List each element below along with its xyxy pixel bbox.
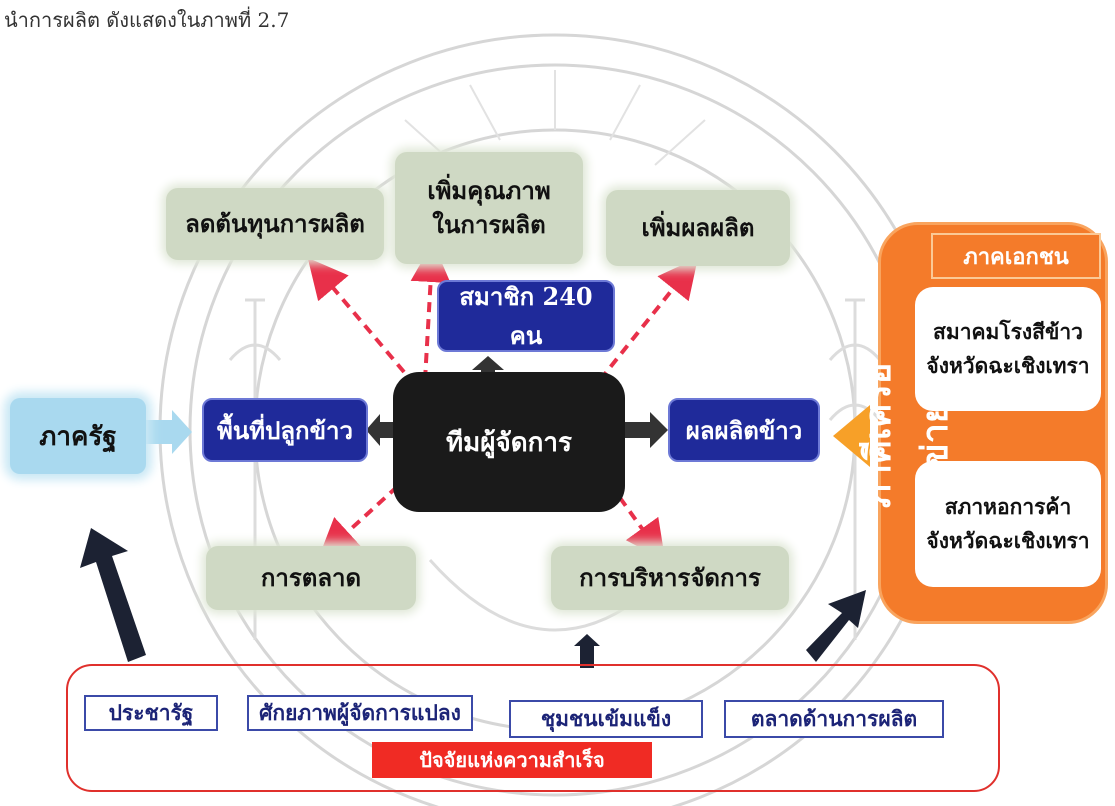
administration-label: การบริหารจัดการ [579, 563, 761, 593]
private-sector-title: ภาคเอกชน [931, 233, 1101, 279]
goal-quality-line1: เพิ่มคุณภาพ [427, 176, 551, 206]
goal-reduce-cost: ลดต้นทุนการผลิต [166, 188, 384, 260]
rice-area-label: พื้นที่ปลูกข้าว [217, 415, 353, 445]
arrow-up-right [806, 590, 866, 662]
success-factors-panel [66, 664, 1000, 792]
intro-text: นำการผลิต ดังแสดงในภาพที่ 2.7 [4, 8, 290, 32]
factor-public-private: ประชารัฐ [84, 695, 218, 731]
arrow-to-quality [410, 242, 451, 381]
arrow-up-left [80, 528, 146, 662]
goal-increase-yield: เพิ่มผลผลิต [606, 190, 790, 266]
members-box: สมาชิก 240 คน [437, 280, 615, 352]
state-arrow [146, 410, 192, 454]
factor-strong-community: ชุมชนเข้มแข็ง [509, 700, 703, 738]
management-team-box: ทีมผู้จัดการ [393, 372, 625, 512]
chamber-of-commerce-line1: สภาหอการค้า [944, 494, 1072, 520]
goal-increase-yield-label: เพิ่มผลผลิต [641, 213, 755, 243]
state-sector-box: ภาครัฐ [10, 398, 146, 474]
arrow-up-center [574, 634, 600, 668]
arrow-to-rice-yield [625, 412, 668, 448]
marketing-box: การตลาด [206, 546, 416, 610]
rice-yield-label: ผลผลิตข้าว [685, 415, 803, 445]
success-factors-label: ปัจจัยแห่งความสำเร็จ [372, 742, 652, 778]
factor-plot-manager-capacity: ศักยภาพผู้จัดการแปลง [247, 695, 473, 731]
arrow-to-rice-area [366, 414, 395, 446]
chamber-of-commerce-box: สภาหอการค้า จังหวัดฉะเชิงเทรา [915, 461, 1101, 587]
rice-mill-association-line2: จังหวัดฉะเชิงเทรา [926, 353, 1090, 378]
state-sector-label: ภาครัฐ [39, 421, 117, 452]
rice-yield-box: ผลผลิตข้าว [668, 398, 820, 462]
rice-mill-association-box: สมาคมโรงสีข้าว จังหวัดฉะเชิงเทรา [915, 287, 1101, 411]
goal-quality-line2: ในการผลิต [432, 210, 546, 239]
private-sector-panel: ภาคเอกชน ภาคีเครือข่าย สมาคมโรงสีข้าว จั… [857, 222, 1108, 624]
chamber-of-commerce-line2: จังหวัดฉะเชิงเทรา [926, 528, 1090, 553]
management-team-label: ทีมผู้จัดการ [446, 427, 572, 458]
members-label: สมาชิก 240 คน [459, 282, 593, 350]
rice-area-box: พื้นที่ปลูกข้าว [202, 398, 368, 462]
administration-box: การบริหารจัดการ [551, 546, 789, 610]
arrow-to-reduce-cost [307, 257, 417, 387]
marketing-label: การตลาด [260, 563, 362, 593]
rice-mill-association-line1: สมาคมโรงสีข้าว [933, 319, 1083, 345]
goal-reduce-cost-label: ลดต้นทุนการผลิต [185, 209, 365, 239]
goal-quality: เพิ่มคุณภาพ ในการผลิต [395, 152, 583, 264]
factor-production-market: ตลาดด้านการผลิต [724, 700, 944, 738]
